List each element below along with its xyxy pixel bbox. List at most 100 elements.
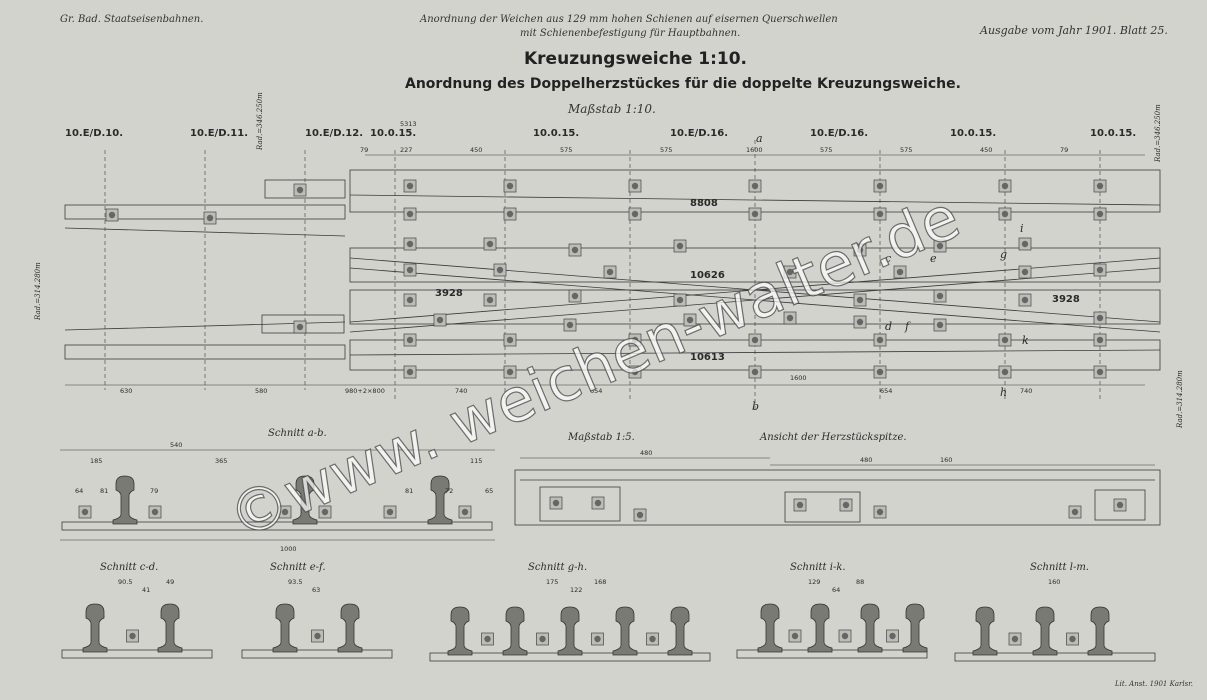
schnitt-ab-rail xyxy=(427,475,453,525)
section-rail xyxy=(857,603,883,653)
section-rail xyxy=(447,606,473,656)
sleeper-label: 10.E/D.10. xyxy=(65,128,123,139)
bolt-head xyxy=(856,246,864,254)
herz-title: Ansicht der Herzstückspitze. xyxy=(759,432,907,443)
left-rail-lower xyxy=(64,344,346,360)
bolt-head xyxy=(856,296,864,304)
footer-credit: Lit. Anst. 1901 Karlsr. xyxy=(1115,680,1193,688)
section-mark: e xyxy=(930,252,937,265)
section-rail xyxy=(902,603,928,653)
bolt-head xyxy=(406,336,414,344)
herz-plate-left xyxy=(539,486,621,522)
schnitt-ab-base xyxy=(61,521,493,531)
bolt-head xyxy=(406,368,414,376)
dimension-bottom: 654 xyxy=(590,387,602,395)
drawing-subtitle: Anordnung des Doppelherzstückes für die … xyxy=(405,76,961,92)
bolt-head xyxy=(506,368,514,376)
sleeper-label: 10.E/D.11. xyxy=(190,128,248,139)
schnitt-ab-dim: 365 xyxy=(215,457,227,465)
bolt-head xyxy=(566,321,574,329)
bolt-head xyxy=(1021,296,1029,304)
dimension-top: 575 xyxy=(900,146,912,154)
section-ef-base xyxy=(241,649,393,659)
bolt-head xyxy=(571,292,579,300)
dimension-top: 5313 xyxy=(400,120,417,128)
bolt-head xyxy=(296,186,304,194)
schnitt-ab-dim: 65 xyxy=(485,487,493,495)
schnitt-ab-dim: 185 xyxy=(90,457,102,465)
bolt-head xyxy=(552,499,560,507)
section-rail xyxy=(502,606,528,656)
bolt-head xyxy=(631,182,639,190)
schnitt-ab-title: Schnitt a-b. xyxy=(268,428,327,439)
bolt-head xyxy=(1021,268,1029,276)
sleeper-label: 10.E/D.16. xyxy=(670,128,728,139)
drawing-title: Kreuzungsweiche 1:10. xyxy=(524,49,748,69)
sleeper-label: 10.E/D.16. xyxy=(810,128,868,139)
section-rail xyxy=(1032,606,1058,656)
section-rail xyxy=(557,606,583,656)
section-dim: 160 xyxy=(1048,578,1060,586)
scale-main: Maßstab 1:10. xyxy=(568,102,656,116)
bolt-head xyxy=(876,210,884,218)
bolt-head xyxy=(1069,635,1076,643)
bolt-head xyxy=(386,508,394,516)
section-rail xyxy=(337,603,363,653)
bolt-head xyxy=(129,632,136,640)
sleeper-label: 10.0.15. xyxy=(1090,128,1136,139)
herz-dim: 480 xyxy=(640,449,652,457)
radius-label: Rad.=346.250m xyxy=(1154,104,1162,163)
bolt-head xyxy=(1001,182,1009,190)
herz-view-outline xyxy=(514,469,1161,526)
sleeper-label: 10.E/D.12. xyxy=(305,128,363,139)
bolt-head xyxy=(936,321,944,329)
bolt-head xyxy=(1011,635,1019,643)
bolt-head xyxy=(406,210,414,218)
header-center-line1: Anordnung der Weichen aus 129 mm hohen S… xyxy=(420,14,838,25)
bolt-head xyxy=(406,182,414,190)
dimension-top: 575 xyxy=(820,146,832,154)
bolt-head xyxy=(1096,266,1104,274)
bolt-head xyxy=(571,246,579,254)
bolt-head xyxy=(406,266,414,274)
dimension-top: 450 xyxy=(470,146,482,154)
bolt-head xyxy=(1096,182,1104,190)
radius-label: Rad.=314.280m xyxy=(1176,370,1184,429)
section-dim: 168 xyxy=(594,578,606,586)
bolt-head xyxy=(296,323,304,331)
section-rail xyxy=(807,603,833,653)
bolt-head xyxy=(1116,501,1124,509)
bolt-head xyxy=(506,210,514,218)
bolt-head xyxy=(484,635,491,643)
bolt-head xyxy=(496,266,504,274)
bolt-head xyxy=(281,508,289,516)
section-dim: 64 xyxy=(832,586,840,594)
bolt-head xyxy=(1096,368,1104,376)
bolt-head xyxy=(796,501,804,509)
part-number: 10626 xyxy=(690,270,725,281)
section-title: Schnitt g-h. xyxy=(528,562,587,573)
section-mark: k xyxy=(1022,334,1029,347)
dimension-top: 227 xyxy=(400,146,412,154)
bolt-head xyxy=(876,508,884,516)
section-mark: b xyxy=(752,400,759,413)
sleeper-label: 10.0.15. xyxy=(370,128,416,139)
dimension-bottom: 1600 xyxy=(790,374,807,382)
dimension-bottom: 980+2×800 xyxy=(345,387,385,395)
herz-dim: 480 xyxy=(860,456,872,464)
section-title: Schnitt c-d. xyxy=(100,562,158,573)
section-title: Schnitt e-f. xyxy=(270,562,326,573)
dimension-bottom: 654 xyxy=(880,387,892,395)
bolt-head xyxy=(594,635,601,643)
bolt-head xyxy=(1096,210,1104,218)
bolt-head xyxy=(889,632,896,640)
bolt-head xyxy=(406,240,414,248)
bolt-head xyxy=(751,210,759,218)
schnitt-ab-dim: 1000 xyxy=(280,545,297,553)
bolt-head xyxy=(1001,368,1009,376)
bolt-head xyxy=(594,499,602,507)
section-rail xyxy=(612,606,638,656)
section-mark: g xyxy=(1000,248,1007,261)
